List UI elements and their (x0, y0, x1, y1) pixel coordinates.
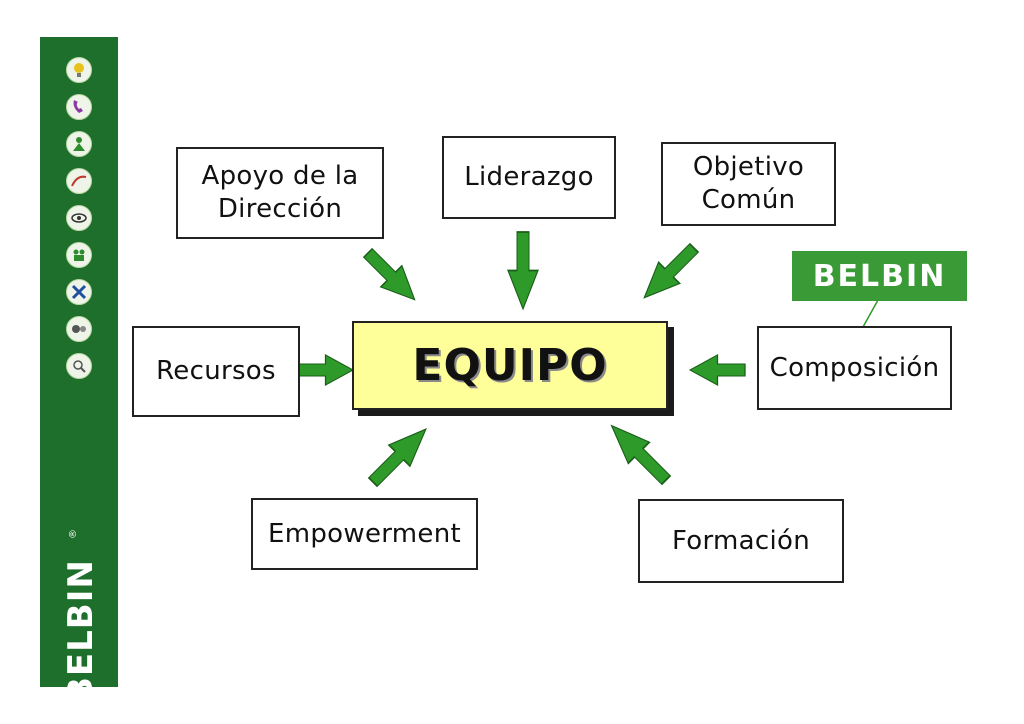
sidebar: BELBIN ® (40, 37, 118, 703)
belbin-badge-label: BELBIN (812, 258, 947, 294)
arrow-empowerment (361, 417, 438, 494)
apoyo-line1: Apoyo de la (201, 161, 359, 191)
arrow-apoyo (356, 241, 426, 311)
sidebar-belbin-logo: BELBIN ® (40, 527, 118, 707)
sidebar-logo-text: BELBIN (61, 559, 101, 703)
magnifier-icon (66, 353, 92, 379)
people-icon (66, 242, 92, 268)
arrow-objetivo (632, 236, 706, 310)
arrow-liderazgo (507, 231, 539, 310)
recursos-label: Recursos (156, 356, 276, 386)
objetivo-line2: Común (701, 185, 796, 215)
eye-icon (66, 205, 92, 231)
empowerment-label: Empowerment (268, 518, 461, 549)
formacion-label: Formación (671, 525, 811, 556)
center-box-equipo: EQUIPO (352, 321, 668, 410)
box-composicion: Composición (757, 326, 952, 410)
box-apoyo-direccion: Apoyo de la Dirección (176, 147, 384, 239)
objetivo-line1: Objetivo (692, 152, 805, 182)
composicion-label: Composición (769, 352, 940, 383)
gears-icon (66, 316, 92, 342)
arrow-composicion (689, 354, 746, 386)
liderazgo-label: Liderazgo (464, 162, 594, 192)
apoyo-line2: Dirección (217, 194, 343, 224)
tools-icon (66, 279, 92, 305)
box-empowerment: Empowerment (251, 498, 478, 570)
arrow-recursos (297, 354, 354, 386)
arrow-formacion (600, 414, 678, 492)
center-label: EQUIPO (412, 340, 608, 391)
belbin-badge: BELBIN (792, 251, 967, 301)
person-icon (66, 131, 92, 157)
lightbulb-icon (66, 57, 92, 83)
telephone-icon (66, 94, 92, 120)
registered-mark: ® (68, 529, 79, 539)
box-formacion: Formación (638, 499, 844, 583)
rope-icon (66, 168, 92, 194)
box-liderazgo: Liderazgo (442, 136, 616, 219)
box-objetivo-comun: Objetivo Común (661, 142, 836, 226)
box-recursos: Recursos (132, 326, 300, 417)
